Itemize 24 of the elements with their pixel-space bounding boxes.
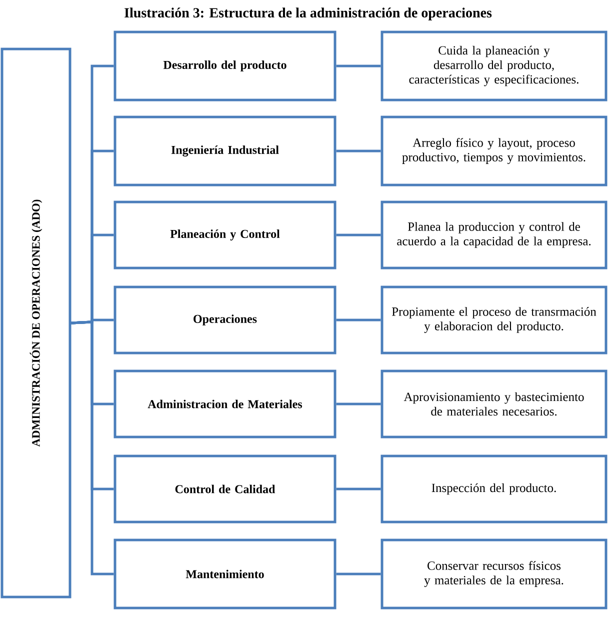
connector-line [336,64,381,68]
connector-line [336,488,381,490]
area-box: Desarrollo del producto [114,30,336,102]
area-box: Control de Calidad [114,454,336,524]
description-box: Propiamente el proceso de transrmación y elaboracion del producto. [380,286,608,354]
description-box: Planea la produccion y control de acuerdo a la capacidad de la empresa. [380,200,608,270]
description-box: Conservar recursos físicos y materiales de la empresa. [380,538,608,610]
area-box: Planeación y Control [114,200,336,270]
connector-line [336,234,381,236]
description-box: Arreglo físico y layout, proceso productivo, tiempos y movimientos. [380,116,608,186]
description-box: Aprovisionamiento y bastecimiento de materiales necesarios. [380,370,608,438]
connector-line [336,572,381,576]
title: Ilustración 3: Estructura de la administración de operaciones [124,8,492,20]
area-box: Ingeniería Industrial [114,116,336,186]
connector-line [336,150,381,152]
connector-line [336,402,381,406]
description-box: Inspección del producto. [380,454,608,524]
description-box: Cuida la planeación y desarrollo del producto, características y especificaciones. [380,30,608,102]
connector-line [71,320,114,576]
connector-line [336,318,381,322]
area-box: Mantenimiento [114,538,336,610]
area-box: Administracion de Materiales [114,370,336,438]
area-box: Operaciones [114,286,336,354]
root-box: ADMINISTRACIÓN DE OPERACIONES (ADO) [0,48,72,598]
